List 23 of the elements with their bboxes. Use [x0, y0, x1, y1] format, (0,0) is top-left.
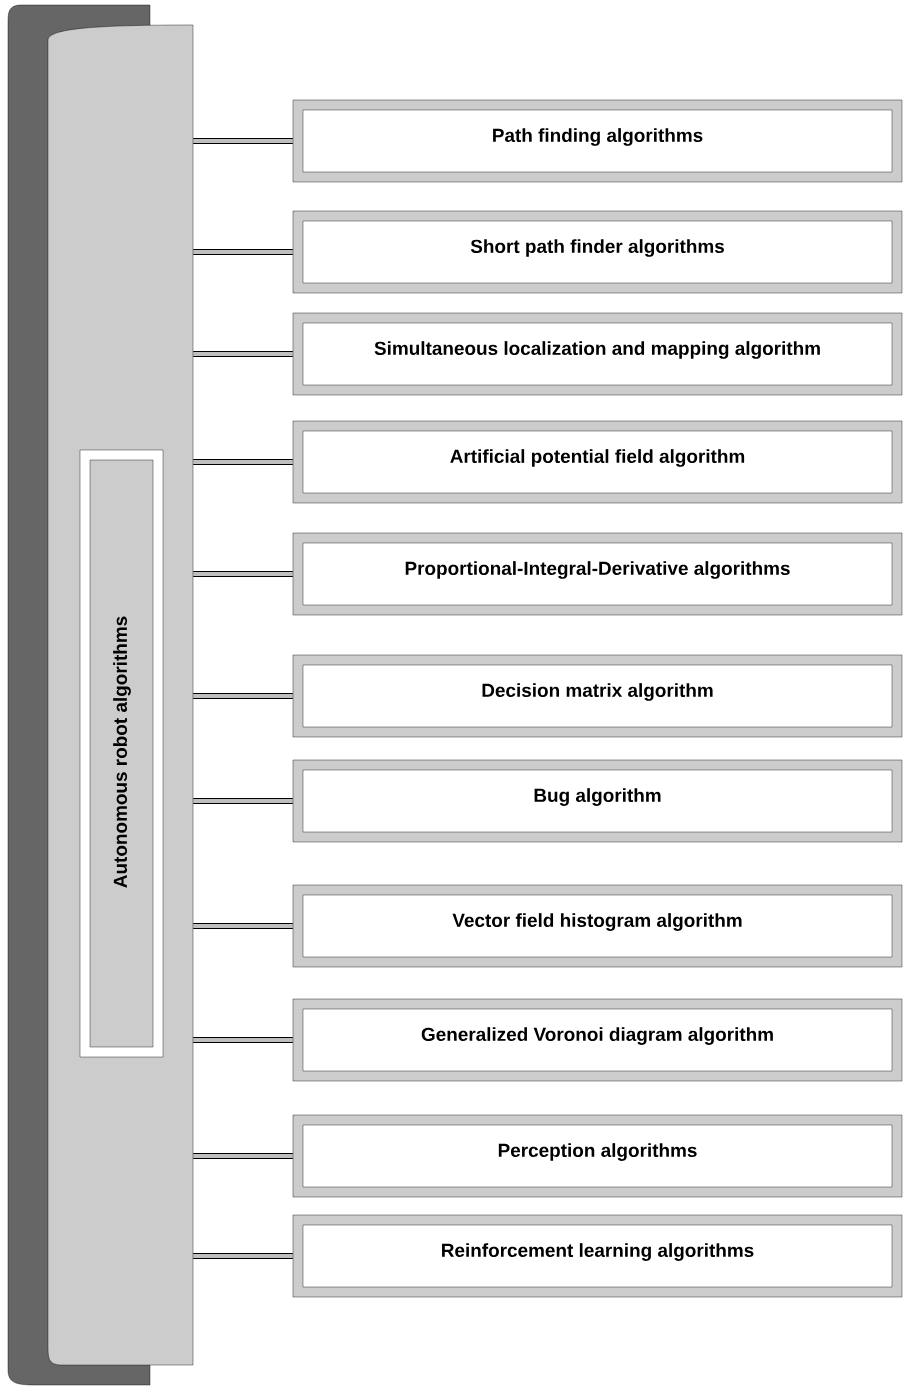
process-box: Decision matrix algorithm	[292, 654, 903, 738]
connector-line	[193, 1153, 293, 1159]
process-box: Bug algorithm	[292, 759, 903, 843]
connector-line	[193, 693, 293, 699]
connector-line	[193, 351, 293, 357]
process-box: Generalized Voronoi diagram algorithm	[292, 998, 903, 1082]
process-box: Short path finder algorithms	[292, 210, 903, 294]
process-box: Proportional-Integral-Derivative algorithms	[292, 532, 903, 616]
process-box: Artificial potential field algorithm	[292, 420, 903, 504]
connector-line	[193, 923, 293, 929]
connector-line	[193, 571, 293, 577]
connector-line	[193, 798, 293, 804]
process-box: Vector field histogram algorithm	[292, 884, 903, 968]
scroll-band: Autonomous robot algorithms	[7, 4, 194, 1386]
connector-line	[193, 249, 293, 255]
connector-line	[193, 1253, 293, 1259]
process-box: Perception algorithms	[292, 1114, 903, 1198]
connector-line	[193, 138, 293, 144]
connector-line	[193, 1037, 293, 1043]
process-box: Reinforcement learning algorithms	[292, 1214, 903, 1298]
process-box: Simultaneous localization and mapping algorithm	[292, 312, 903, 396]
process-box: Path finding algorithms	[292, 99, 903, 183]
connector-line	[193, 459, 293, 465]
